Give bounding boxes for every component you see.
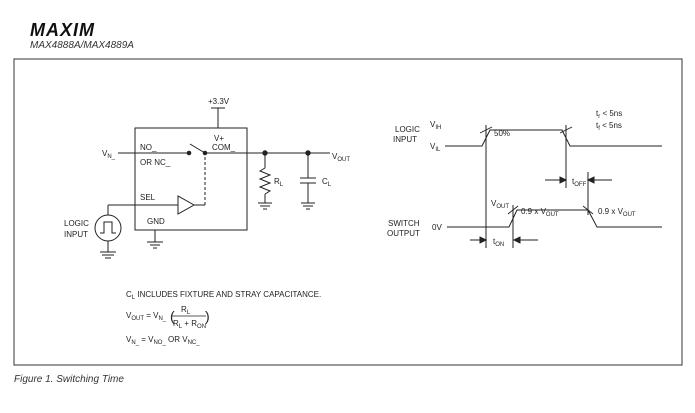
vout-timing-label: VOUT	[491, 199, 509, 210]
svg-text:): )	[205, 308, 210, 324]
cl-label: CL	[322, 177, 332, 188]
svg-text:RL + RON: RL + RON	[173, 319, 206, 330]
svg-text:RL: RL	[181, 305, 191, 316]
ton-label: tON	[493, 237, 504, 248]
cl-note: CL INCLUDES FIXTURE AND STRAY CAPACITANC…	[126, 290, 321, 301]
fifty-percent-label: 50%	[494, 129, 510, 138]
timing-logic-input-label-2: INPUT	[393, 135, 417, 144]
tf-spec: tf < 5ns	[596, 121, 622, 132]
pct-vout-label-rise: 0.9 x VOUT	[521, 207, 559, 218]
logic-input-source	[94, 214, 122, 242]
circuit-logic-input-label: LOGIC	[64, 219, 89, 228]
switch-output-label: SWITCH	[388, 219, 420, 228]
switch-contact-no	[186, 150, 192, 156]
vplus-label: V+	[214, 134, 224, 143]
pct-vout-label-fall: 0.9 x VOUT	[598, 207, 636, 218]
toff-label: tOFF	[572, 177, 587, 188]
zero-v-label: 0V	[432, 223, 442, 232]
logic-input-waveform	[445, 129, 662, 147]
switch-output-waveform	[447, 209, 662, 228]
test-circuit	[94, 107, 330, 259]
sel-label: SEL	[140, 193, 156, 202]
circuit-logic-input-label-2: INPUT	[64, 230, 88, 239]
part-number: MAX4888A/MAX4889A	[30, 40, 134, 51]
switch-output-label-2: OUTPUT	[387, 229, 420, 238]
tr-spec: tr < 5ns	[596, 109, 622, 120]
figure-frame	[13, 58, 683, 366]
svg-text:VOUT = VN_: VOUT = VN_	[126, 311, 167, 322]
vn-equation: VN_ = VNO_ OR VNC_	[126, 335, 200, 346]
switch-arm	[189, 143, 206, 154]
figure-caption: Figure 1. Switching Time	[14, 374, 124, 385]
no-label: NO_	[140, 143, 157, 152]
timing-logic-input-label: LOGIC	[395, 125, 420, 134]
rl-label: RL	[274, 177, 284, 188]
vil-label: VIL	[430, 142, 441, 153]
vout-equation: VOUT = VN_ ( RL RL + RON )	[126, 305, 210, 330]
ic-box	[134, 127, 248, 231]
timing-diagram	[445, 125, 662, 248]
vn-label: VN_	[102, 149, 116, 160]
supply-label: +3.3V	[208, 97, 230, 106]
maxim-logo: MAXIM	[30, 20, 95, 40]
sel-buffer	[177, 195, 196, 215]
gnd-label: GND	[147, 217, 165, 226]
vout-circuit-label: VOUT	[332, 152, 350, 163]
com-label: COM_	[212, 143, 236, 152]
vih-label: VIH	[430, 120, 441, 131]
ornc-label: OR NC_	[140, 158, 171, 167]
load-resistor-rl	[258, 167, 272, 195]
